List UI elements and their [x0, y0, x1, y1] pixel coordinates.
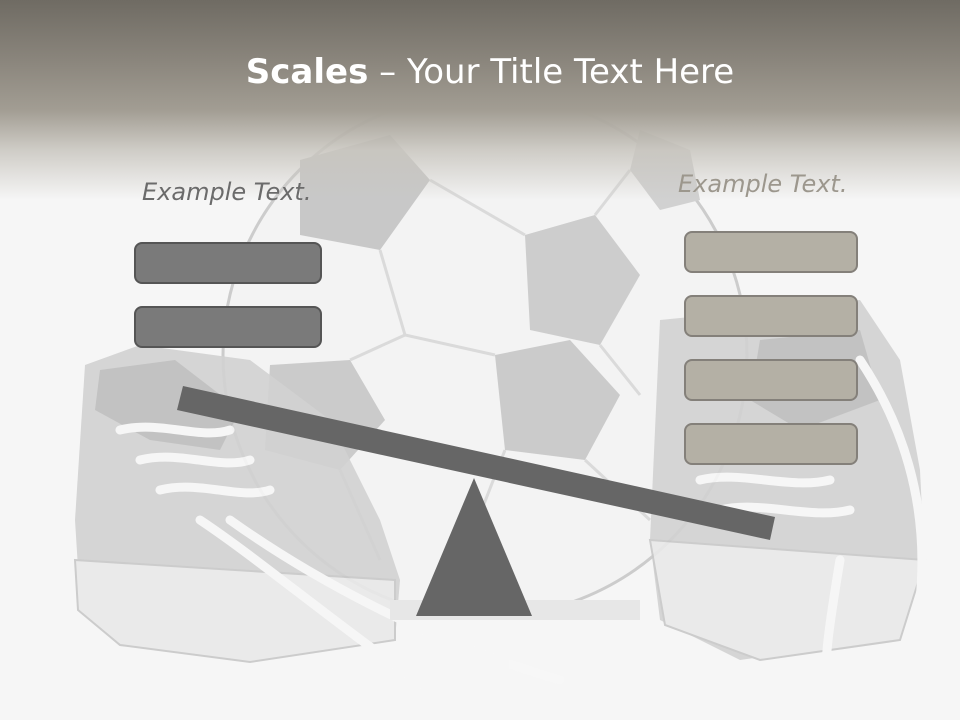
left-weight-box[interactable]	[134, 242, 322, 284]
scale-fulcrum[interactable]	[416, 478, 532, 616]
slide-title[interactable]: Scales – Your Title Text Here	[0, 52, 960, 92]
left-example-text[interactable]: Example Text.	[142, 178, 312, 206]
title-bold-text: Scales	[245, 52, 369, 92]
left-weight-box[interactable]	[134, 306, 322, 348]
header-band	[0, 0, 960, 200]
right-weight-box[interactable]	[684, 231, 858, 273]
right-weight-box[interactable]	[684, 295, 858, 337]
scale-beam[interactable]	[177, 386, 775, 540]
title-rest-text: – Your Title Text Here	[368, 52, 735, 92]
right-weight-box[interactable]	[684, 423, 858, 465]
right-example-text[interactable]: Example Text.	[678, 170, 848, 198]
right-weight-box[interactable]	[684, 359, 858, 401]
